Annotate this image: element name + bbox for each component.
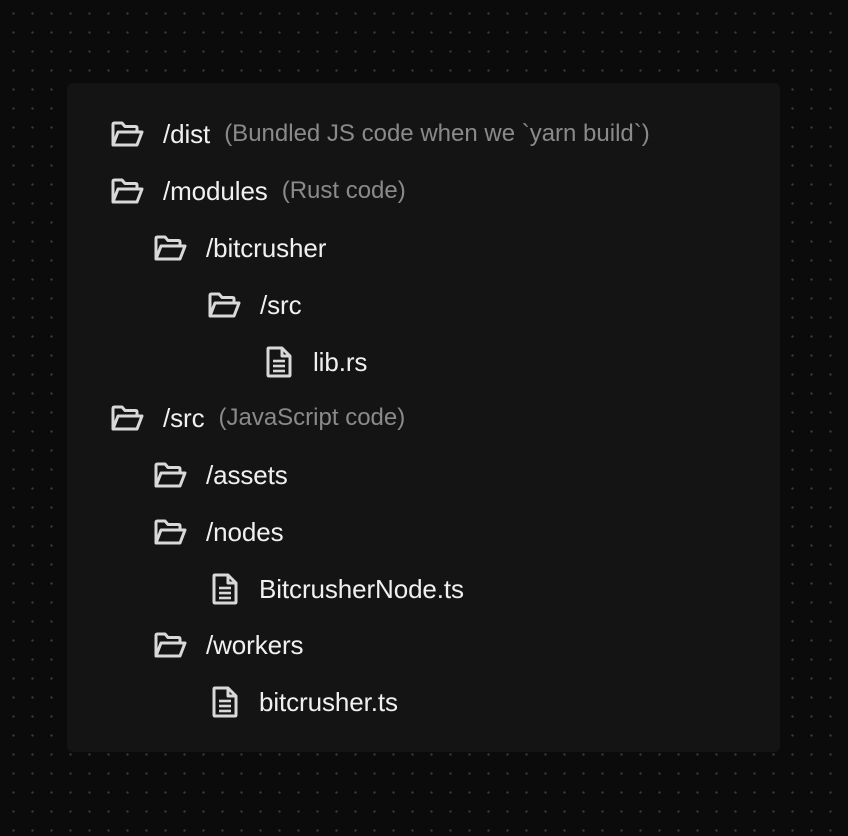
file-icon: [264, 345, 294, 379]
tree-item-name: /bitcrusher: [206, 232, 327, 263]
tree-item-name: bitcrusher.ts: [259, 686, 398, 717]
file-icon: [210, 572, 240, 606]
tree-row-bitcrusher-ts: bitcrusher.ts: [210, 682, 398, 722]
tree-row-dist: /dist (Bundled JS code when we `yarn bui…: [110, 114, 650, 154]
tree-item-name: /modules: [163, 175, 268, 206]
file-icon: [210, 685, 240, 719]
folder-open-icon: [153, 458, 187, 492]
tree-row-src: /src (JavaScript code): [110, 398, 405, 438]
tree-row-modules: /modules (Rust code): [110, 171, 406, 211]
folder-open-icon: [153, 515, 187, 549]
tree-item-note: (JavaScript code): [218, 404, 406, 431]
tree-row-workers: /workers: [153, 625, 304, 665]
tree-item-note: (Rust code): [281, 177, 406, 204]
folder-open-icon: [153, 231, 187, 265]
folder-open-icon: [153, 628, 187, 662]
tree-row-lib-rs: lib.rs: [264, 342, 367, 382]
folder-open-icon: [110, 174, 144, 208]
folder-open-icon: [110, 117, 144, 151]
folder-open-icon: [207, 288, 241, 322]
tree-row-bitcrusher: /bitcrusher: [153, 228, 326, 268]
tree-item-name: /assets: [206, 459, 288, 490]
tree-item-name: /workers: [206, 629, 304, 660]
tree-item-name: /src: [260, 289, 302, 320]
tree-item-name: BitcrusherNode.ts: [259, 573, 464, 604]
tree-item-name: /nodes: [206, 516, 284, 547]
tree-row-nodes: /nodes: [153, 512, 284, 552]
tree-row-assets: /assets: [153, 455, 288, 495]
tree-item-name: lib.rs: [313, 346, 368, 377]
tree-row-bitcrusher-node: BitcrusherNode.ts: [210, 569, 464, 609]
folder-open-icon: [110, 401, 144, 435]
file-tree-panel: /dist (Bundled JS code when we `yarn bui…: [67, 83, 780, 752]
tree-item-name: /dist: [163, 118, 211, 149]
tree-item-name: /src: [163, 402, 205, 433]
tree-row-modules-src: /src: [207, 285, 302, 325]
tree-item-note: (Bundled JS code when we `yarn build`): [224, 120, 650, 147]
